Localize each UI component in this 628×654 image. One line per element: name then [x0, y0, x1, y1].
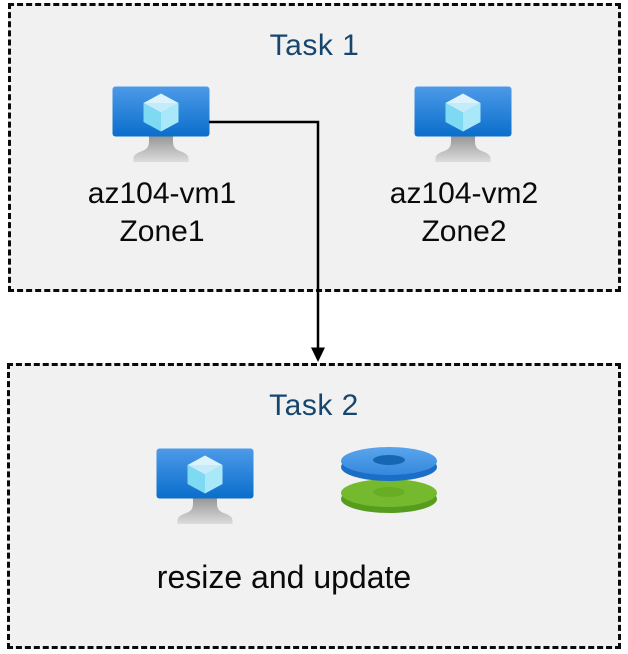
vm2-name: az104-vm2	[389, 177, 539, 210]
task2-title: Task 2	[269, 389, 359, 422]
task2-box: Task 2 resize and update	[7, 363, 621, 649]
task1-title: Task 1	[269, 29, 360, 62]
vm1-zone: Zone1	[119, 215, 205, 248]
task1-box: Task 1 az104-vm1 Zone1 az104-vm2 Zone2	[8, 3, 621, 292]
arrowhead-icon	[311, 347, 325, 362]
vm2-zone: Zone2	[421, 215, 507, 248]
action-label: resize and update	[156, 559, 412, 595]
vm1-name: az104-vm1	[87, 177, 237, 210]
virtual-machine-icon	[112, 86, 210, 162]
virtual-machine-icon	[156, 448, 254, 524]
vm2-label: az104-vm2 Zone2	[364, 175, 564, 251]
vm1-label: az104-vm1 Zone1	[62, 175, 262, 251]
virtual-machine-icon	[414, 86, 512, 162]
disks-icon	[341, 447, 437, 513]
